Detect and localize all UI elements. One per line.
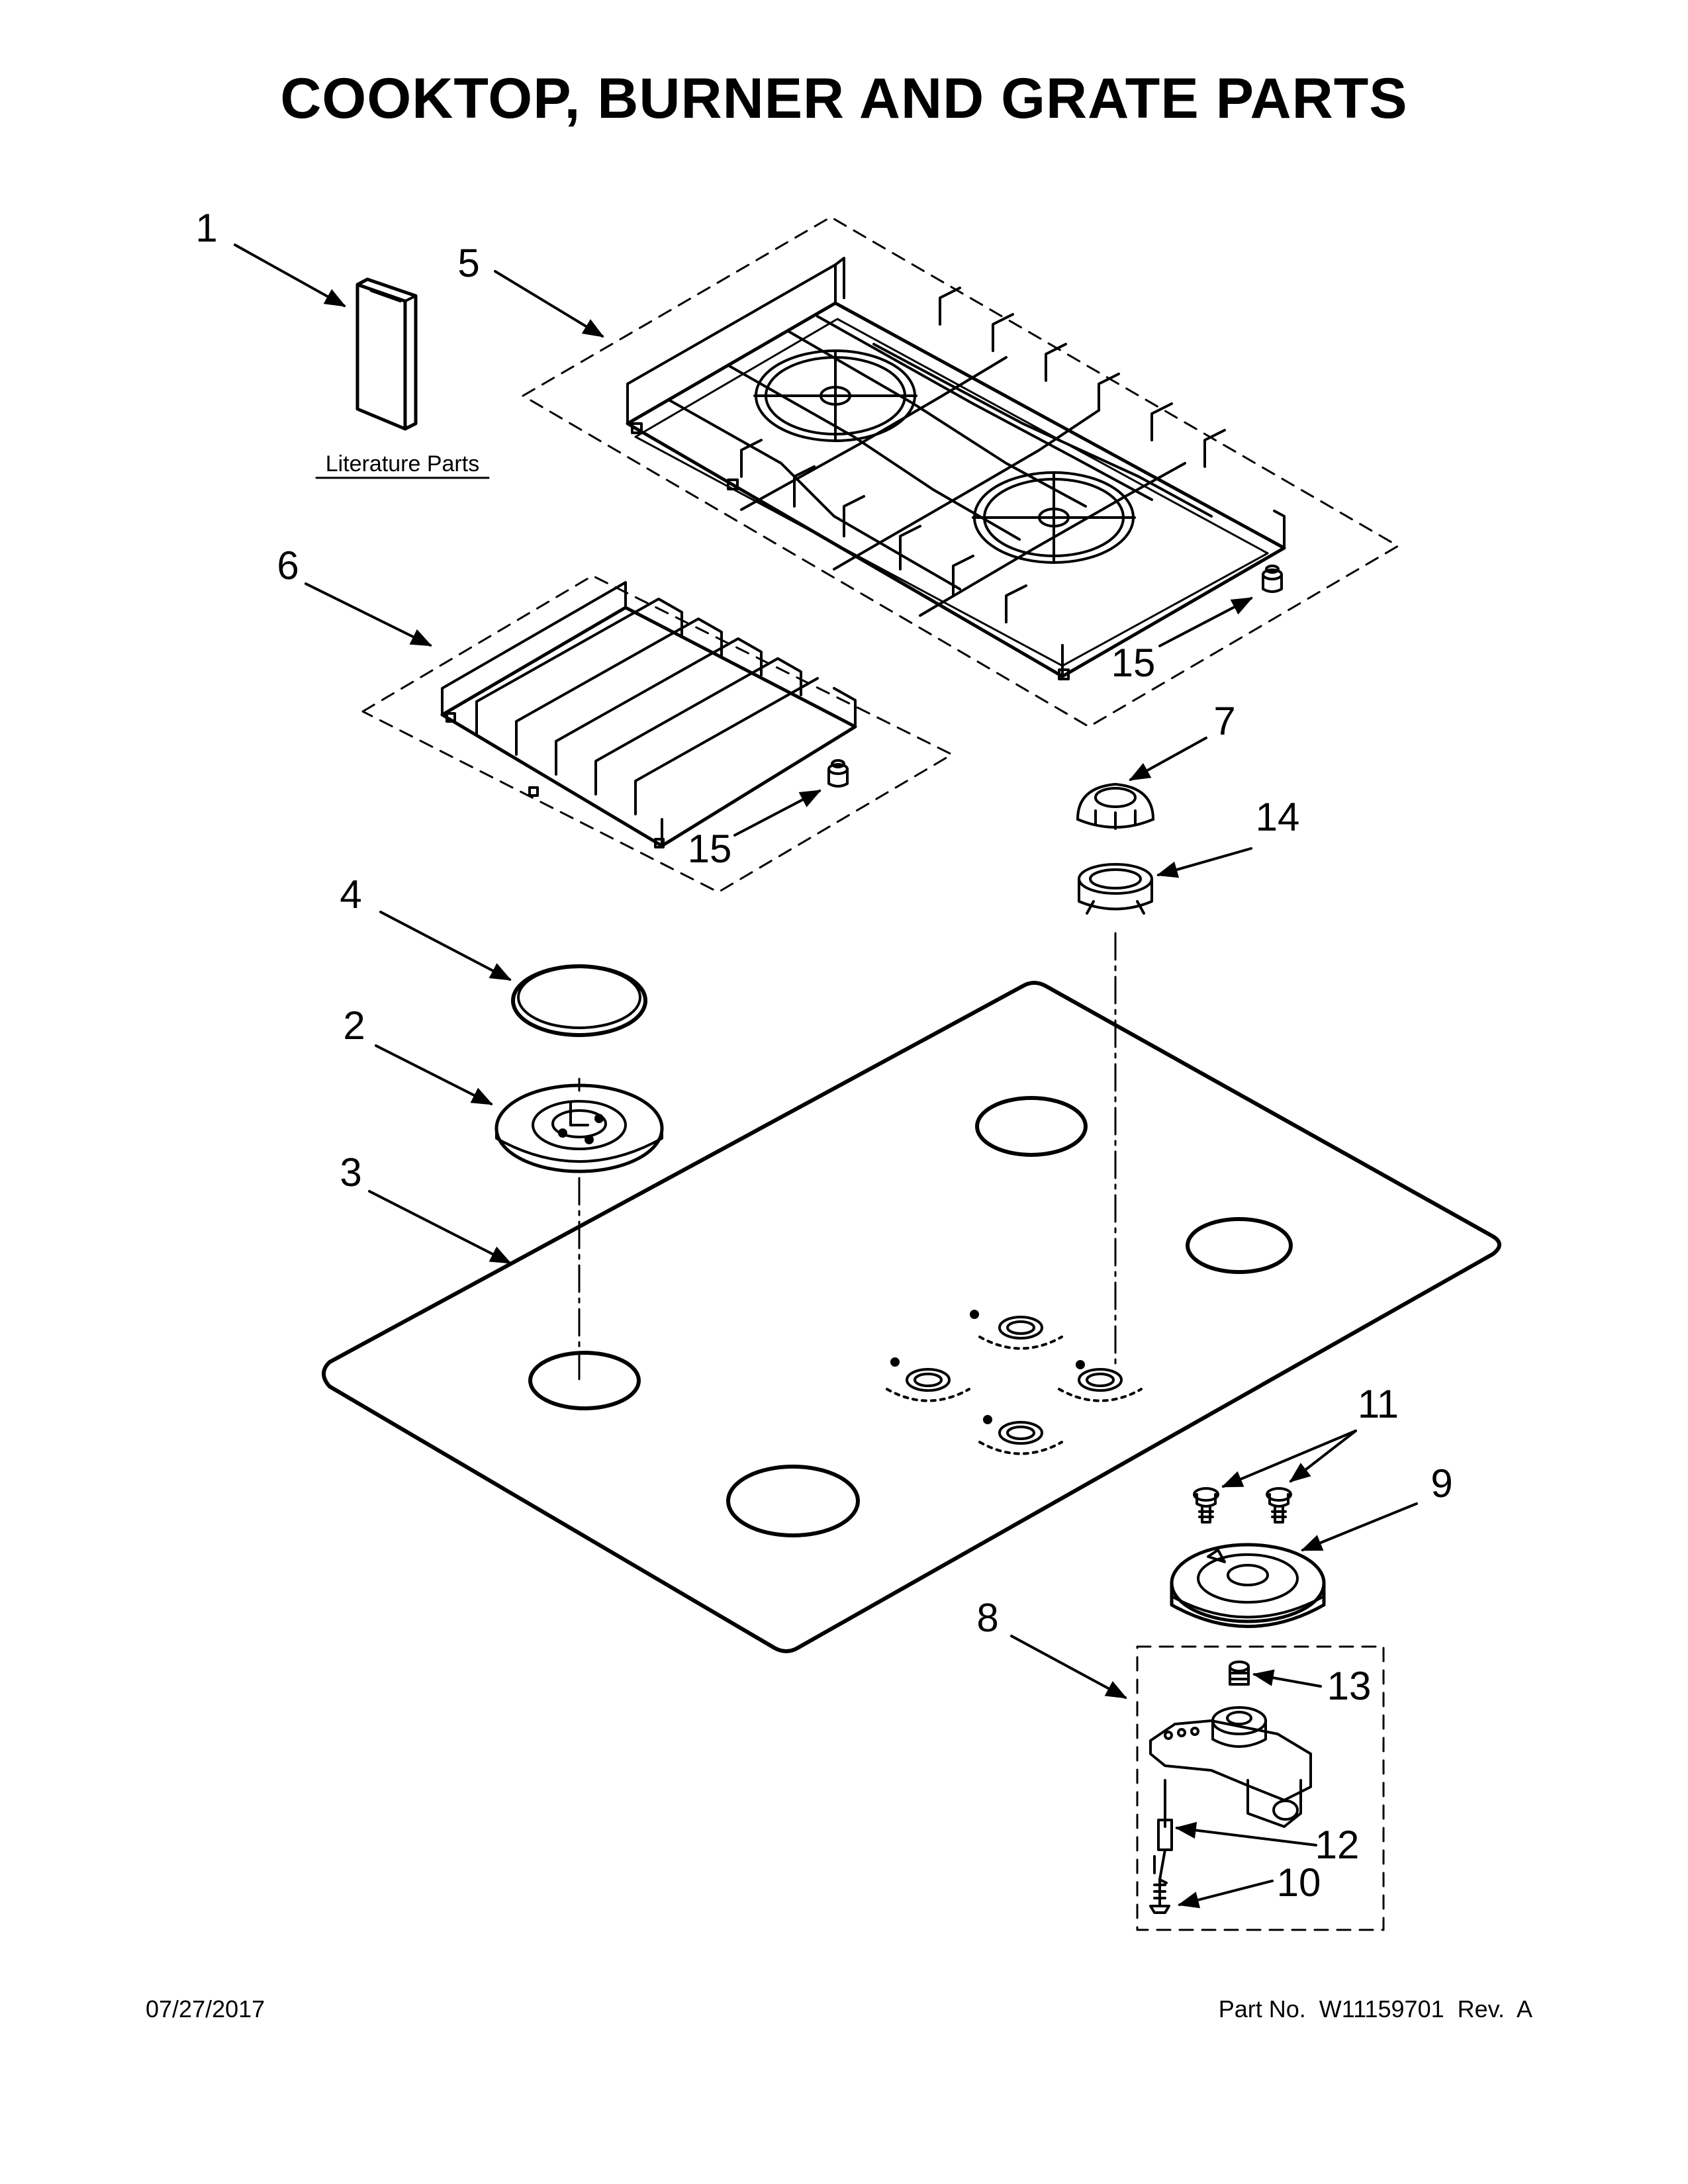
callout-14: 14 [1256,795,1300,839]
callout-10: 10 [1277,1860,1321,1905]
callout-15a: 15 [1111,641,1156,685]
callout-9: 9 [1430,1461,1452,1506]
callout-leader-11a [1221,1430,1357,1488]
grate-foot-single [827,759,849,788]
callout-leader-8 [1010,1635,1127,1699]
callout-leader-2 [375,1044,493,1105]
callout-leader-15b [733,790,821,837]
callout-leader-6 [305,582,432,647]
burner-assembly-boundary [1136,1645,1385,1931]
grate-foot-double [1262,565,1283,593]
burner-base [1170,1543,1326,1628]
callout-leader-9 [1301,1502,1418,1551]
page-title: COOKTOP, BURNER AND GRATE PARTS [280,67,1408,130]
callout-leader-12 [1174,1821,1317,1846]
burner-cap-ring [511,964,647,1037]
callout-leader-15a [1158,597,1253,647]
orifice-screw [1229,1661,1250,1686]
callout-1: 1 [195,206,217,250]
grate-double [626,257,1286,680]
control-knob [1076,783,1154,830]
callout-leader-1 [234,244,346,307]
mounting-screw [1149,1878,1170,1914]
callout-11: 11 [1358,1382,1399,1426]
callout-leader-14 [1156,847,1252,878]
knob-bezel [1078,863,1153,915]
callout-6: 6 [277,543,299,588]
burner-head [494,1083,664,1173]
callout-2: 2 [343,1003,365,1048]
grate-single [440,581,857,848]
literature-parts-book [355,277,418,431]
footer-date: 07/27/2017 [146,1995,265,2023]
grate-double-boundary [522,216,1399,728]
callout-leader-13 [1252,1669,1322,1688]
callout-leader-11b [1289,1430,1357,1482]
callout-15b: 15 [688,827,732,871]
callout-leader-7 [1129,737,1207,781]
callout-leader-3 [368,1190,512,1264]
footer-part-number: Part No. W11159701 Rev. A [1218,1995,1532,2023]
callout-3: 3 [340,1150,361,1195]
callout-leader-4 [379,911,512,981]
callout-13: 13 [1327,1664,1372,1708]
screw-left [1193,1487,1219,1524]
spark-electrode [1153,1779,1173,1884]
cooktop-surface [322,981,1501,1653]
callout-leader-10 [1177,1880,1274,1909]
literature-parts-label: Literature Parts [326,451,479,477]
callout-12: 12 [1315,1823,1360,1867]
callout-leader-5 [494,270,604,338]
burner-valve-assembly [1149,1706,1312,1828]
callout-5: 5 [457,241,479,285]
callout-7: 7 [1213,699,1235,743]
callout-4: 4 [340,872,361,917]
screw-right [1266,1487,1292,1524]
callout-8: 8 [976,1596,998,1640]
